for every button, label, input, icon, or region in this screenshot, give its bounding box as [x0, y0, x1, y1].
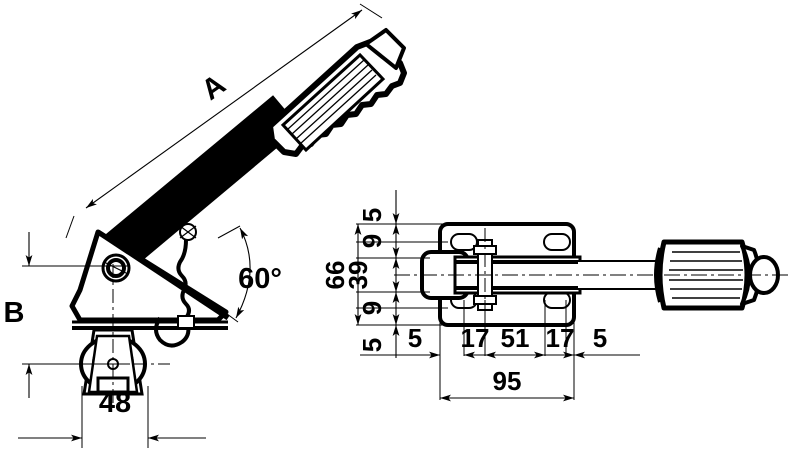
plan-vertical-extension-lines	[356, 223, 448, 326]
dimension-angle-60: 60°	[207, 225, 282, 323]
dim-a-ext-right	[359, 3, 383, 19]
dim-60-leader-bottom	[207, 299, 239, 323]
latch-block	[177, 315, 195, 329]
plan-horizontal-extension-lines	[439, 300, 575, 400]
latch-hook-curve	[154, 316, 191, 348]
plan-vertical-dimensions: 5 9 39 9 5 66	[320, 190, 400, 358]
dim-60-label: 60°	[238, 263, 282, 295]
plan-handle-flutes	[669, 251, 743, 299]
dim-v-9-upper-label: 9	[357, 234, 387, 248]
dim-48-label: 48	[99, 387, 131, 419]
dim-b-label: B	[4, 297, 25, 329]
dim-v-9-lower-label: 9	[357, 301, 387, 315]
dim-a-line	[85, 9, 363, 209]
plan-handle-ferrule	[654, 247, 662, 303]
dim-60-arc	[235, 227, 251, 319]
dimension-48: 48	[18, 386, 206, 448]
handle-end-cap	[364, 28, 406, 70]
pivot-bolt-slot	[103, 261, 129, 275]
dim-h-5-right-label: 5	[593, 323, 607, 353]
dim-60-leader-top	[217, 225, 241, 239]
latch-hook	[154, 239, 195, 348]
dim-v-66-label: 66	[320, 261, 350, 290]
pivot-bolt	[101, 253, 131, 283]
dim-h-51-label: 51	[501, 323, 530, 353]
plan-handle-grip	[654, 239, 780, 311]
dim-h-95-label: 95	[493, 366, 522, 396]
dim-h-17-left-label: 17	[461, 323, 490, 353]
secondary-pivot	[179, 223, 197, 241]
clamp-body	[69, 229, 230, 330]
latch-hook-body	[176, 239, 191, 320]
clamp-body-diagonal	[96, 229, 230, 321]
dim-a-ext-left	[65, 215, 75, 239]
dimension-b: B	[4, 232, 130, 398]
side-elevation-view: A B 48 60°	[4, 3, 407, 448]
dim-h-17-right-label: 17	[546, 323, 575, 353]
dim-v-5-top-label: 5	[357, 208, 387, 222]
mounting-hole-top-right	[543, 233, 571, 251]
plan-horizontal-dimensions: 5 17 51 17 5 95	[360, 323, 640, 402]
dim-h-5-left-label: 5	[408, 323, 422, 353]
clamp-body-outline	[69, 229, 229, 323]
secondary-pivot-slot-2	[179, 225, 197, 239]
plan-view: 5 9 39 9 5 66	[320, 190, 792, 402]
dim-v-5-bottom-label: 5	[357, 338, 387, 352]
